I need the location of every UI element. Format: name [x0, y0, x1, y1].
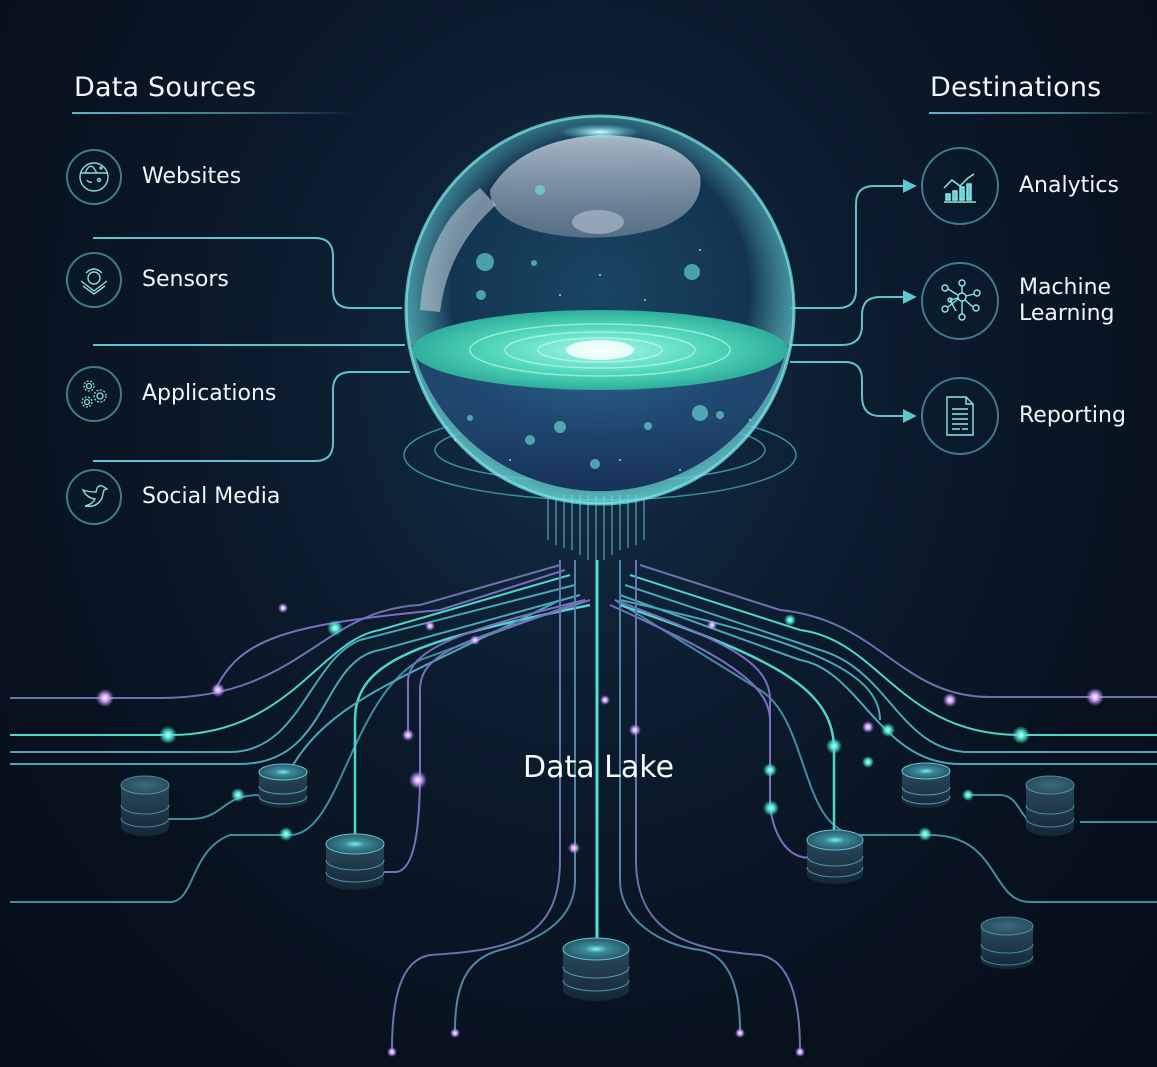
destination-label-line1: Machine: [1019, 275, 1112, 300]
source-item-social-media[interactable]: Social Media: [66, 469, 280, 525]
source-connectors: [93, 237, 410, 462]
gears-icon: [66, 366, 122, 422]
data-lake-sphere: [404, 114, 796, 506]
database-icon: [1025, 775, 1075, 836]
network-icon: [921, 262, 999, 340]
source-item-websites[interactable]: Websites: [66, 149, 241, 205]
source-label: Websites: [142, 164, 242, 189]
right-flow-lines: [609, 564, 1157, 903]
center-flow-lines: [391, 560, 801, 1051]
destination-connectors: [790, 179, 917, 423]
database-icon: [258, 763, 308, 808]
globe-icon: [66, 149, 122, 205]
destinations-title-rule: [929, 112, 1157, 114]
source-label: Applications: [142, 381, 277, 406]
bar-chart-icon: [921, 147, 999, 225]
database-cylinders: [120, 762, 1075, 1001]
data-lake-label: Data Lake: [523, 750, 675, 785]
destination-label: Reporting: [1019, 403, 1126, 428]
database-icon: [980, 916, 1034, 969]
source-item-applications[interactable]: Applications: [66, 366, 276, 422]
destination-label: Analytics: [1019, 173, 1119, 198]
source-item-sensors[interactable]: Sensors: [66, 252, 229, 308]
destination-label: Machine Learning: [1019, 275, 1115, 327]
left-flow-lines: [10, 564, 591, 903]
sources-title-rule: [72, 112, 352, 114]
source-label: Sensors: [142, 267, 229, 292]
database-icon: [901, 762, 951, 808]
signal-dots: [96, 603, 1104, 1057]
bird-icon: [66, 469, 122, 525]
destinations-title: Destinations: [930, 72, 1102, 103]
destination-label-line2: Learning: [1019, 301, 1115, 326]
destination-item-analytics[interactable]: Analytics: [921, 147, 1119, 225]
sensor-icon: [66, 252, 122, 308]
source-label: Social Media: [142, 484, 281, 509]
destination-item-reporting[interactable]: Reporting: [921, 377, 1126, 455]
database-icon: [325, 833, 385, 890]
database-icon: [806, 829, 864, 884]
destination-item-machine-learning[interactable]: Machine Learning: [921, 262, 1115, 340]
database-icon: [120, 775, 170, 836]
sources-title: Data Sources: [74, 72, 257, 103]
database-icon: [562, 937, 630, 1001]
document-icon: [921, 377, 999, 455]
fiber-neck: [547, 495, 645, 560]
